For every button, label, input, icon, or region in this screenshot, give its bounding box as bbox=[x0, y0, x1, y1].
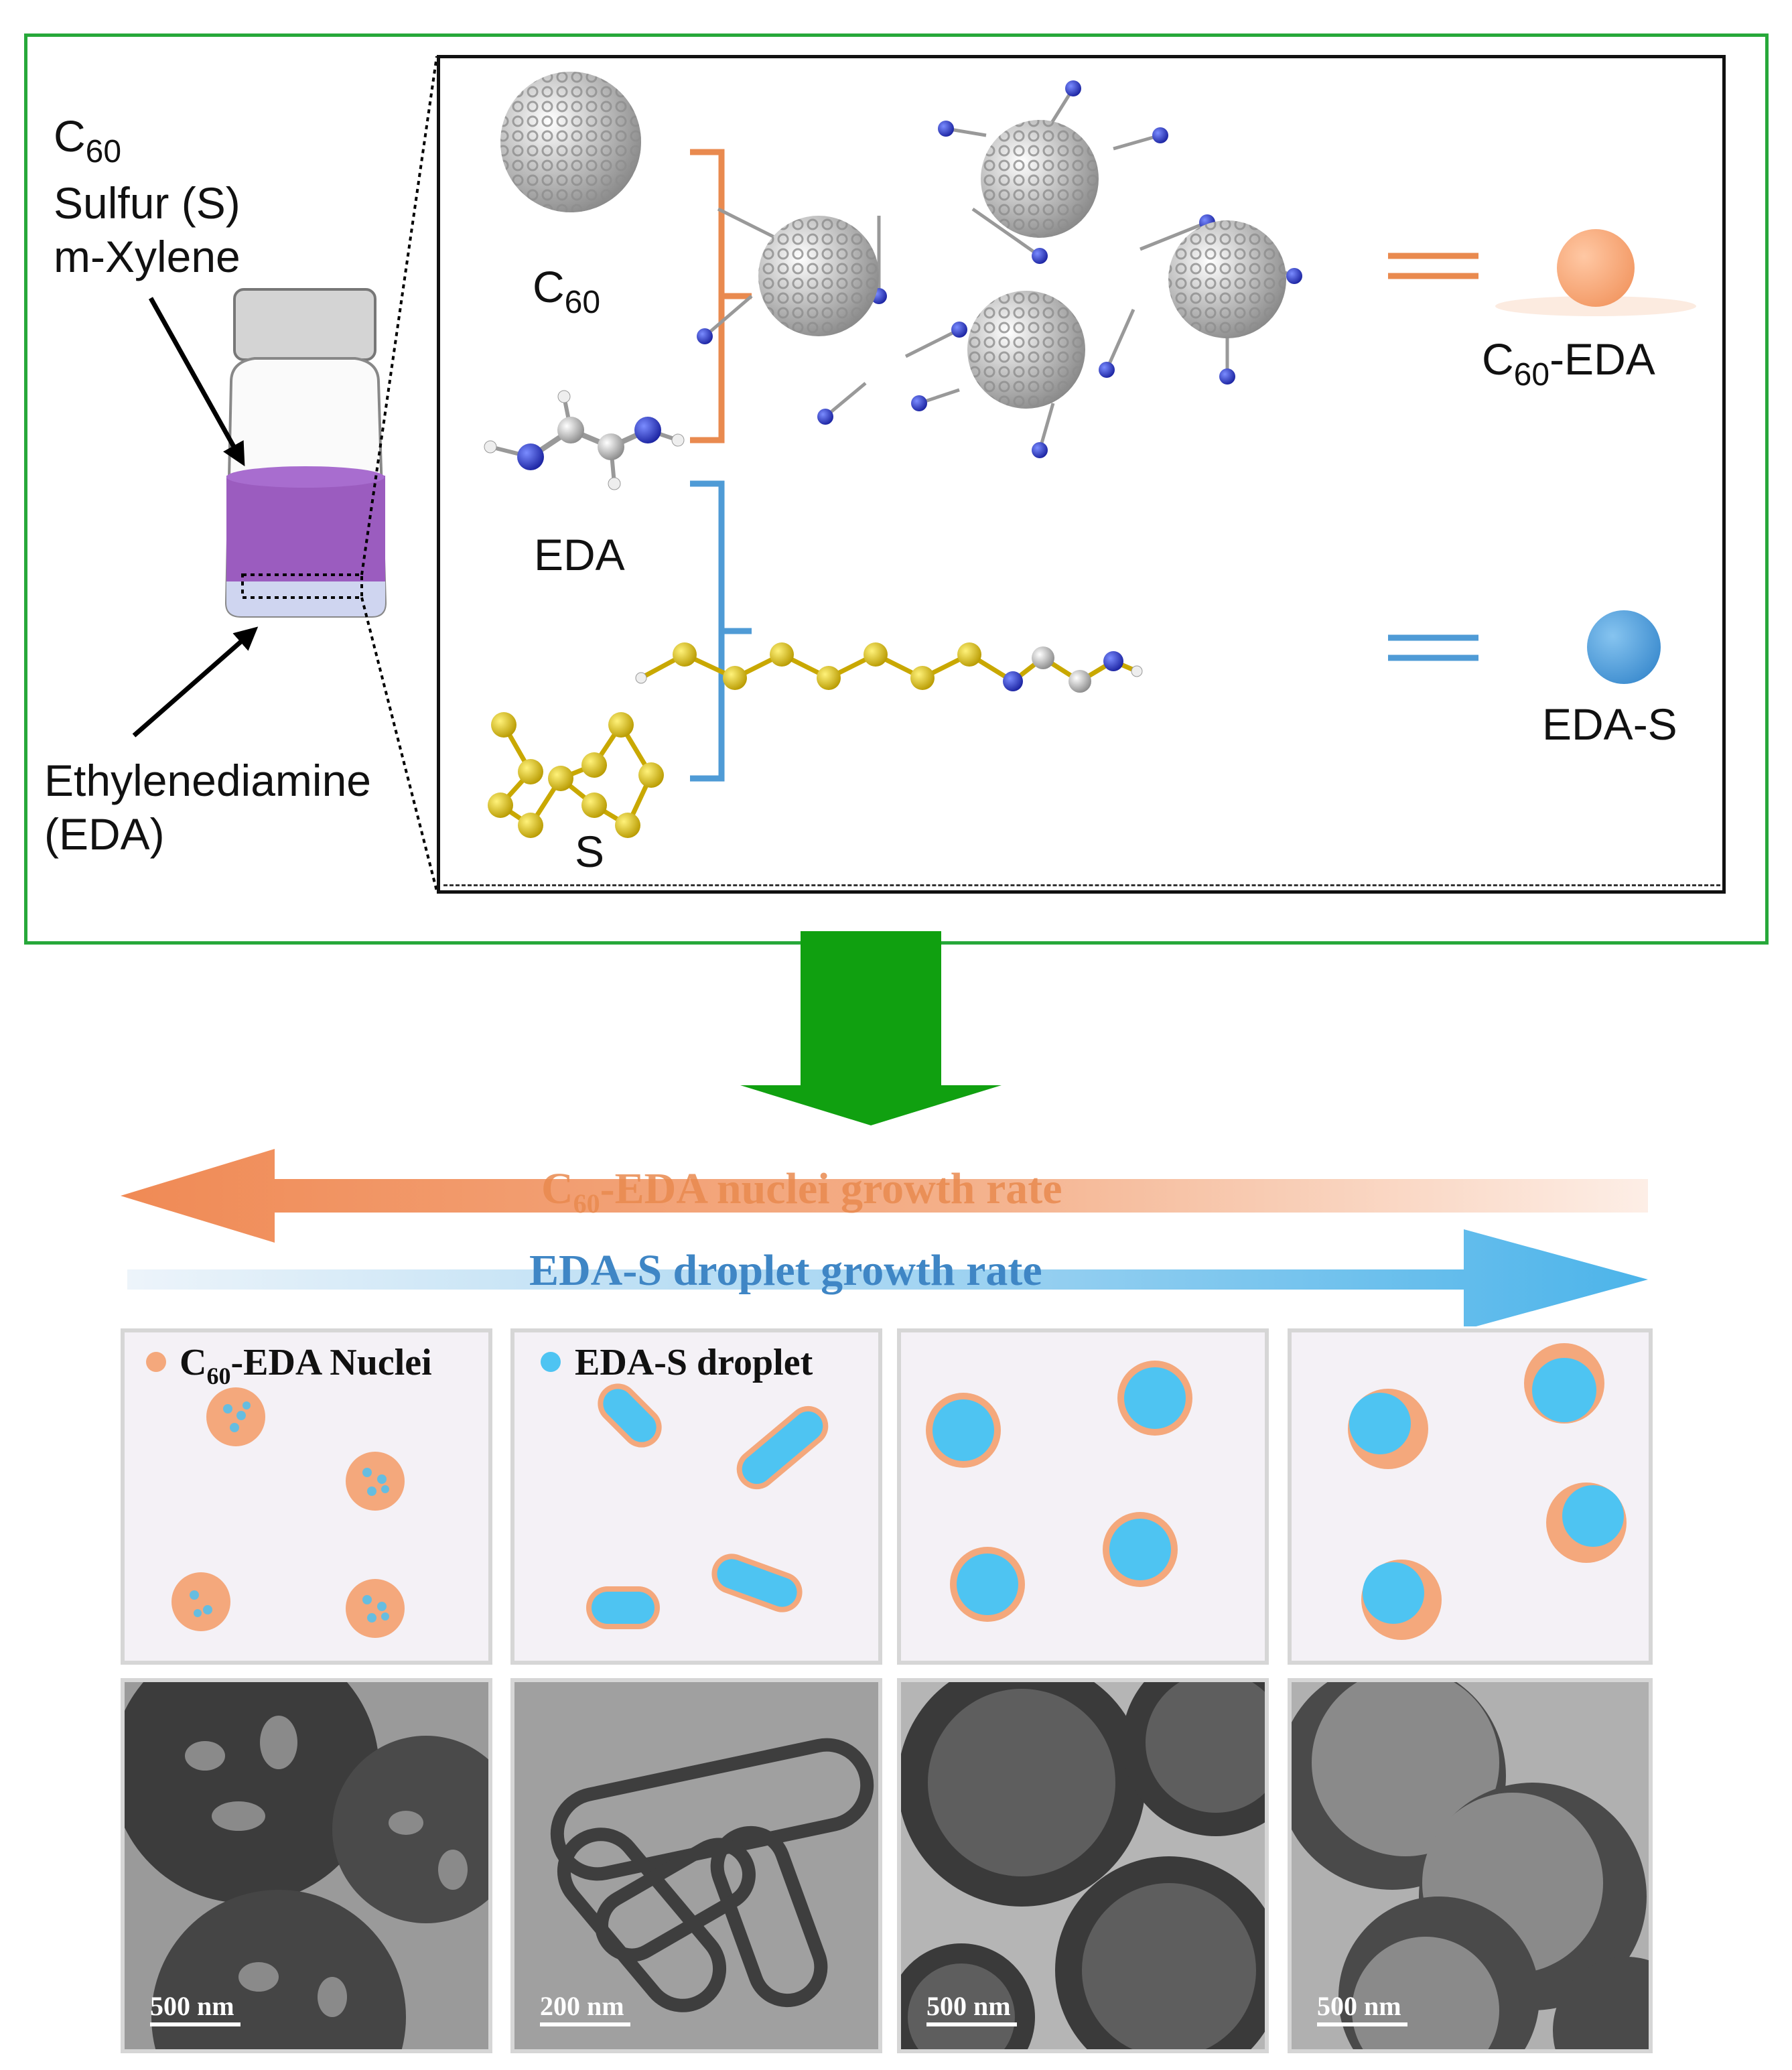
eda-label: EDA bbox=[534, 530, 625, 579]
eda-layer bbox=[226, 581, 385, 616]
orange-bracket bbox=[690, 149, 752, 443]
eda-s-product-label: EDA-S bbox=[1542, 699, 1677, 749]
sulfur-label: S bbox=[575, 827, 605, 876]
purple-solution-layer bbox=[226, 476, 385, 583]
c60-eda-complex-illustration bbox=[697, 80, 1302, 458]
equals-orange bbox=[1388, 253, 1478, 279]
tem-image-3: 500 nm bbox=[897, 1678, 1269, 2053]
scale-bar-label-4: 500 nm bbox=[1317, 1991, 1401, 2021]
nuclei-legend-dot bbox=[146, 1352, 166, 1372]
droplet-legend-label: EDA-S droplet bbox=[575, 1342, 813, 1383]
stage4-janus bbox=[1348, 1343, 1627, 1640]
c60-molecule-icon bbox=[500, 72, 641, 212]
stage3-core-shell bbox=[926, 1361, 1192, 1622]
c60-eda-growth-rate-label: C60-EDA nuclei growth rate bbox=[541, 1164, 1062, 1219]
growth-rate-arrows bbox=[121, 1149, 1648, 1326]
blue-bracket bbox=[690, 480, 752, 782]
eda-label-line2: (EDA) bbox=[44, 809, 165, 859]
molecular-structures bbox=[484, 72, 1696, 838]
arrow-to-eda-layer bbox=[132, 626, 259, 738]
c60-label: C60 bbox=[533, 262, 601, 320]
eda-s-growth-rate-label: EDA-S droplet growth rate bbox=[529, 1246, 1042, 1295]
sulfur-ring-icon bbox=[488, 712, 664, 838]
equals-blue bbox=[1388, 634, 1478, 661]
c60-eda-product-label: C60-EDA bbox=[1482, 334, 1655, 393]
tem-image-2: 200 nm bbox=[510, 1678, 882, 2053]
c60-eda-sphere-icon bbox=[1557, 229, 1635, 307]
eda-s-rate-arrow bbox=[127, 1229, 1648, 1326]
scale-bar-label-1: 500 nm bbox=[150, 1991, 234, 2021]
c60-eda-rate-arrow bbox=[121, 1149, 1648, 1243]
eda-label-line1: Ethylenediamine bbox=[44, 756, 371, 805]
tem-image-1: 500 nm bbox=[121, 1678, 492, 2053]
stage2-droplets bbox=[586, 1383, 829, 1629]
nuclei-legend-label: C60-EDA Nuclei bbox=[180, 1342, 432, 1389]
stage1-nuclei bbox=[171, 1387, 405, 1638]
eda-s-chain-illustration bbox=[635, 642, 1143, 693]
eda-molecule-icon bbox=[484, 390, 685, 490]
scale-bar-label-2: 200 nm bbox=[540, 1991, 624, 2021]
schematic-stage-2 bbox=[510, 1328, 882, 1665]
eda-s-sphere-icon bbox=[1587, 610, 1661, 684]
reagent-sulfur-label: Sulfur (S) bbox=[54, 178, 240, 228]
scale-bar-label-3: 500 nm bbox=[926, 1991, 1011, 2021]
arrow-to-solution bbox=[148, 297, 245, 467]
reagent-c60-label: C60 bbox=[54, 111, 122, 169]
zoom-box-dashed-edge bbox=[443, 884, 1720, 886]
tem-image-4: 500 nm bbox=[1288, 1678, 1653, 2053]
vial-illustration bbox=[132, 56, 438, 892]
vial-cap bbox=[233, 288, 376, 361]
schematic-particles bbox=[146, 1343, 1627, 1640]
droplet-legend-dot bbox=[541, 1352, 561, 1372]
process-down-arrow-icon bbox=[740, 931, 1002, 1125]
reagent-xylene-label: m-Xylene bbox=[54, 232, 240, 281]
